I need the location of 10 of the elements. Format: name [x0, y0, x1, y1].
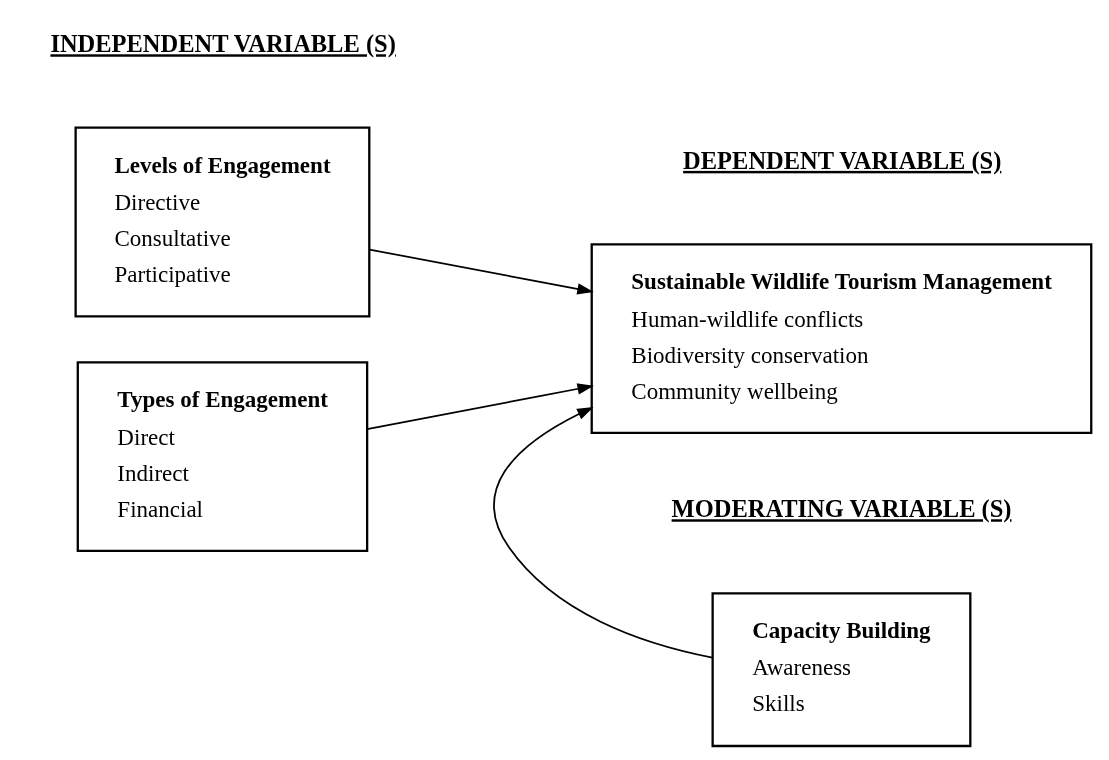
node-box: Capacity Building Awareness Skills: [711, 592, 971, 748]
label: INDEPENDENT VARIABLE (S): [49, 30, 396, 58]
label: MODERATING VARIABLE (S): [671, 495, 1012, 523]
label: DEPENDENT VARIABLE (S): [682, 146, 1001, 174]
node-box: Types of Engagement Direct Indirect Financial: [76, 361, 368, 553]
node-box: Levels of Engagement Directive Consultative Participative: [73, 126, 370, 318]
arrow: [368, 248, 594, 295]
arrow: [365, 383, 594, 431]
arrow: [492, 407, 713, 659]
node-box: Sustainable Wildlife Tourism Management Human-wildlife conflicts Biodiversity conservation Community wellbeing: [590, 243, 1092, 435]
